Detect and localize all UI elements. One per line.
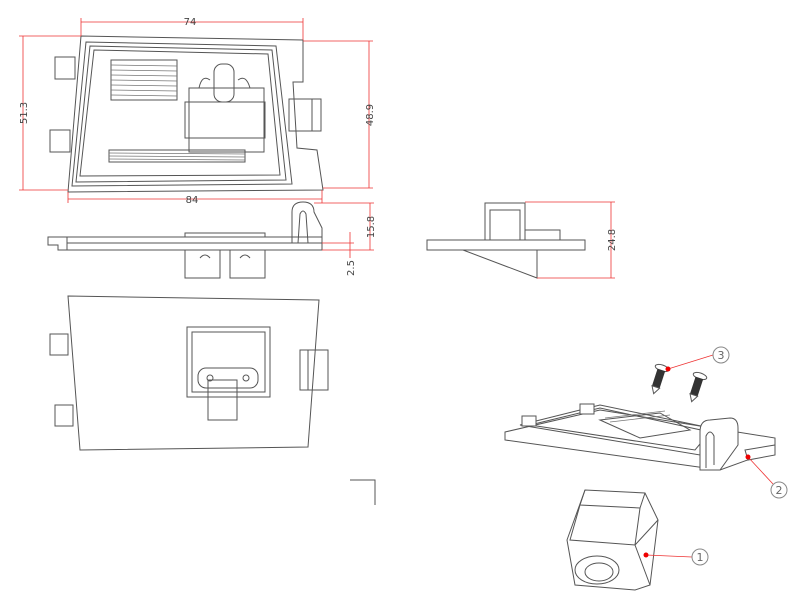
callout-label-2: 2: [776, 484, 783, 497]
dim-right-height: 48.9: [365, 104, 376, 126]
callout-label-1: 1: [697, 551, 704, 564]
callout-1: [643, 548, 709, 566]
side-view-dimensions: [314, 202, 374, 258]
vent-lines-lower: [108, 149, 246, 163]
dim-bottom-width: 84: [186, 195, 199, 206]
callout-3: [665, 346, 730, 372]
top-view: [49, 35, 324, 193]
end-view-dimensions: [525, 201, 615, 279]
dim-plate-thickness: 2.5: [346, 260, 357, 276]
corner-mark: [350, 479, 376, 505]
camera-isometric: [566, 489, 659, 591]
dim-clip-height: 15.8: [366, 216, 377, 238]
screws: [651, 363, 708, 403]
bottom-view: [49, 295, 329, 451]
dim-left-height: 51.3: [19, 102, 30, 124]
bracket-isometric: [504, 403, 776, 471]
top-view-dimensions: [19, 18, 373, 203]
callout-label-3: 3: [718, 349, 725, 362]
dim-top-width: 74: [184, 17, 197, 28]
camera-mount-top: [188, 87, 265, 153]
dim-side-height: 24.8: [607, 229, 618, 251]
vent-lines-upper: [110, 59, 178, 101]
callout-2: [745, 454, 788, 499]
end-view: [426, 202, 586, 279]
side-view: [47, 201, 323, 279]
